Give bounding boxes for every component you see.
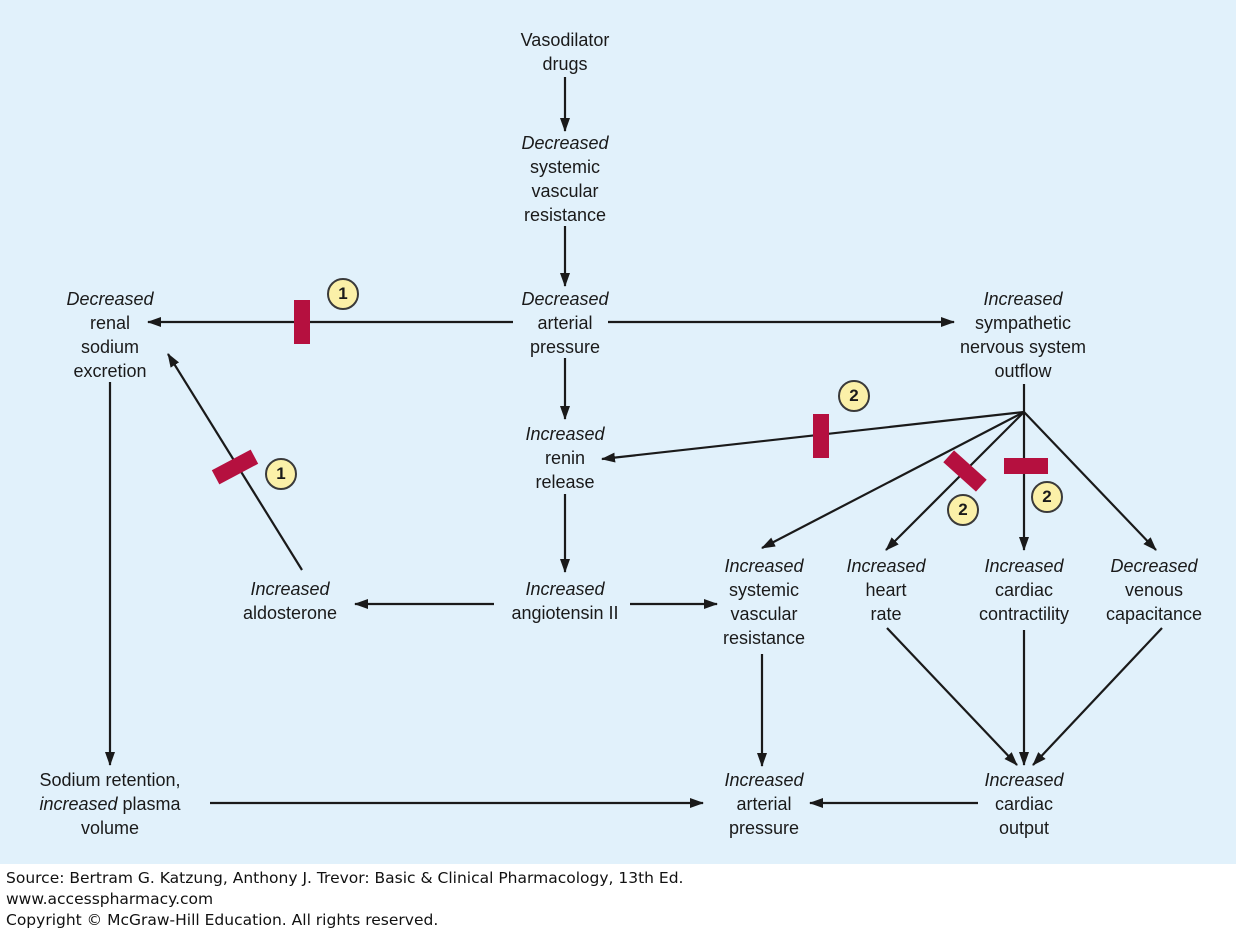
node-line: vascular (730, 604, 798, 624)
arrow-hr-to-co (886, 627, 1018, 766)
node-qualifier: Increased (525, 424, 605, 444)
node-line: venous (1124, 580, 1184, 600)
node-line: pressure (728, 818, 800, 838)
badge-site-1-renal: 1 (327, 278, 359, 310)
node-line: Vasodilator (520, 30, 610, 50)
node-decreased-arterial-pressure: Decreased arterial pressure (485, 287, 645, 359)
blocker-renal-path (294, 300, 310, 344)
source-url: www.accesspharmacy.com (6, 890, 214, 908)
node-qualifier: Increased (724, 556, 804, 576)
node-text: plasma (117, 794, 181, 814)
badge-site-1-aldosterone: 1 (265, 458, 297, 490)
arrow-symp-to-venous (1023, 411, 1157, 551)
node-line: arterial (736, 794, 792, 814)
node-line: increased plasma (15, 792, 205, 816)
node-increased-aldosterone: Increased aldosterone (220, 577, 360, 625)
node-increased-svr: Increased systemic vascular resistance (702, 554, 826, 650)
node-line: aldosterone (242, 603, 338, 623)
node-line: output (998, 818, 1050, 838)
node-increased-arterial-pressure: Increased arterial pressure (702, 768, 826, 840)
arrow-venous-to-co (1032, 627, 1163, 766)
node-line: systemic (529, 157, 600, 177)
node-line: nervous system (959, 337, 1087, 357)
arrow-symp-to-hr (885, 411, 1025, 551)
node-line: cardiac (994, 794, 1054, 814)
arrow-symp-to-inc-svr (761, 411, 1025, 549)
node-increased-sympathetic-outflow: Increased sympathetic nervous system out… (934, 287, 1112, 383)
node-line: renin (544, 448, 586, 468)
node-line: sodium (80, 337, 140, 357)
node-decreased-venous-capacitance: Decreased venous capacitance (1094, 554, 1214, 626)
node-line: release (535, 472, 595, 492)
node-line: heart (865, 580, 907, 600)
node-qualifier: Increased (250, 579, 330, 599)
footer-credits: Source: Bertram G. Katzung, Anthony J. T… (6, 868, 683, 931)
node-qualifier: Increased (984, 556, 1064, 576)
copyright-notice: Copyright © McGraw-Hill Education. All r… (6, 911, 439, 929)
node-increased-renin-release: Increased renin release (485, 422, 645, 494)
badge-site-2-renin: 2 (838, 380, 870, 412)
node-qualifier: Decreased (1110, 556, 1198, 576)
node-qualifier: Increased (983, 289, 1063, 309)
node-line: pressure (529, 337, 601, 357)
node-qualifier: Decreased (66, 289, 154, 309)
node-line: capacitance (1105, 604, 1203, 624)
node-sodium-retention: Sodium retention, increased plasma volum… (15, 768, 205, 840)
node-line: arterial (537, 313, 593, 333)
blocker-heart-rate-path (943, 450, 987, 492)
node-line: excretion (73, 361, 147, 381)
node-line: volume (80, 818, 140, 838)
node-line: resistance (722, 628, 806, 648)
node-line: outflow (994, 361, 1052, 381)
blocker-renin-path (813, 414, 829, 458)
node-line: resistance (523, 205, 607, 225)
blocker-contractility-path (1004, 458, 1048, 474)
node-line: Sodium retention, (39, 770, 181, 790)
node-increased-heart-rate: Increased heart rate (836, 554, 936, 626)
node-increased-cardiac-output: Increased cardiac output (962, 768, 1086, 840)
node-qualifier: increased (39, 794, 118, 814)
node-decreased-renal-sodium-excretion: Decreased renal sodium excretion (40, 287, 180, 383)
badge-site-2-contractility: 2 (1031, 481, 1063, 513)
blocker-aldosterone-path (211, 449, 259, 485)
node-qualifier: Increased (724, 770, 804, 790)
node-increased-angiotensin: Increased angiotensin II (485, 577, 645, 625)
node-line: cardiac (994, 580, 1054, 600)
node-line: systemic (728, 580, 799, 600)
diagram-canvas: Vasodilator drugs Decreased systemic vas… (0, 0, 1236, 864)
node-vasodilator-drugs: Vasodilator drugs (485, 28, 645, 76)
node-qualifier: Increased (525, 579, 605, 599)
node-line: angiotensin II (511, 603, 619, 623)
node-qualifier: Increased (846, 556, 926, 576)
arrows-layer (105, 77, 1163, 808)
node-line: vascular (531, 181, 599, 201)
node-line: rate (870, 604, 902, 624)
node-line: sympathetic (974, 313, 1072, 333)
node-qualifier: Decreased (521, 133, 609, 153)
node-increased-cardiac-contractility: Increased cardiac contractility (962, 554, 1086, 626)
badge-site-2-heart-rate: 2 (947, 494, 979, 526)
node-decreased-svr: Decreased systemic vascular resistance (485, 131, 645, 227)
source-citation: Source: Bertram G. Katzung, Anthony J. T… (6, 869, 684, 887)
node-line: drugs (542, 54, 588, 74)
node-line: renal (89, 313, 131, 333)
node-line: contractility (978, 604, 1070, 624)
node-qualifier: Increased (984, 770, 1064, 790)
node-qualifier: Decreased (521, 289, 609, 309)
